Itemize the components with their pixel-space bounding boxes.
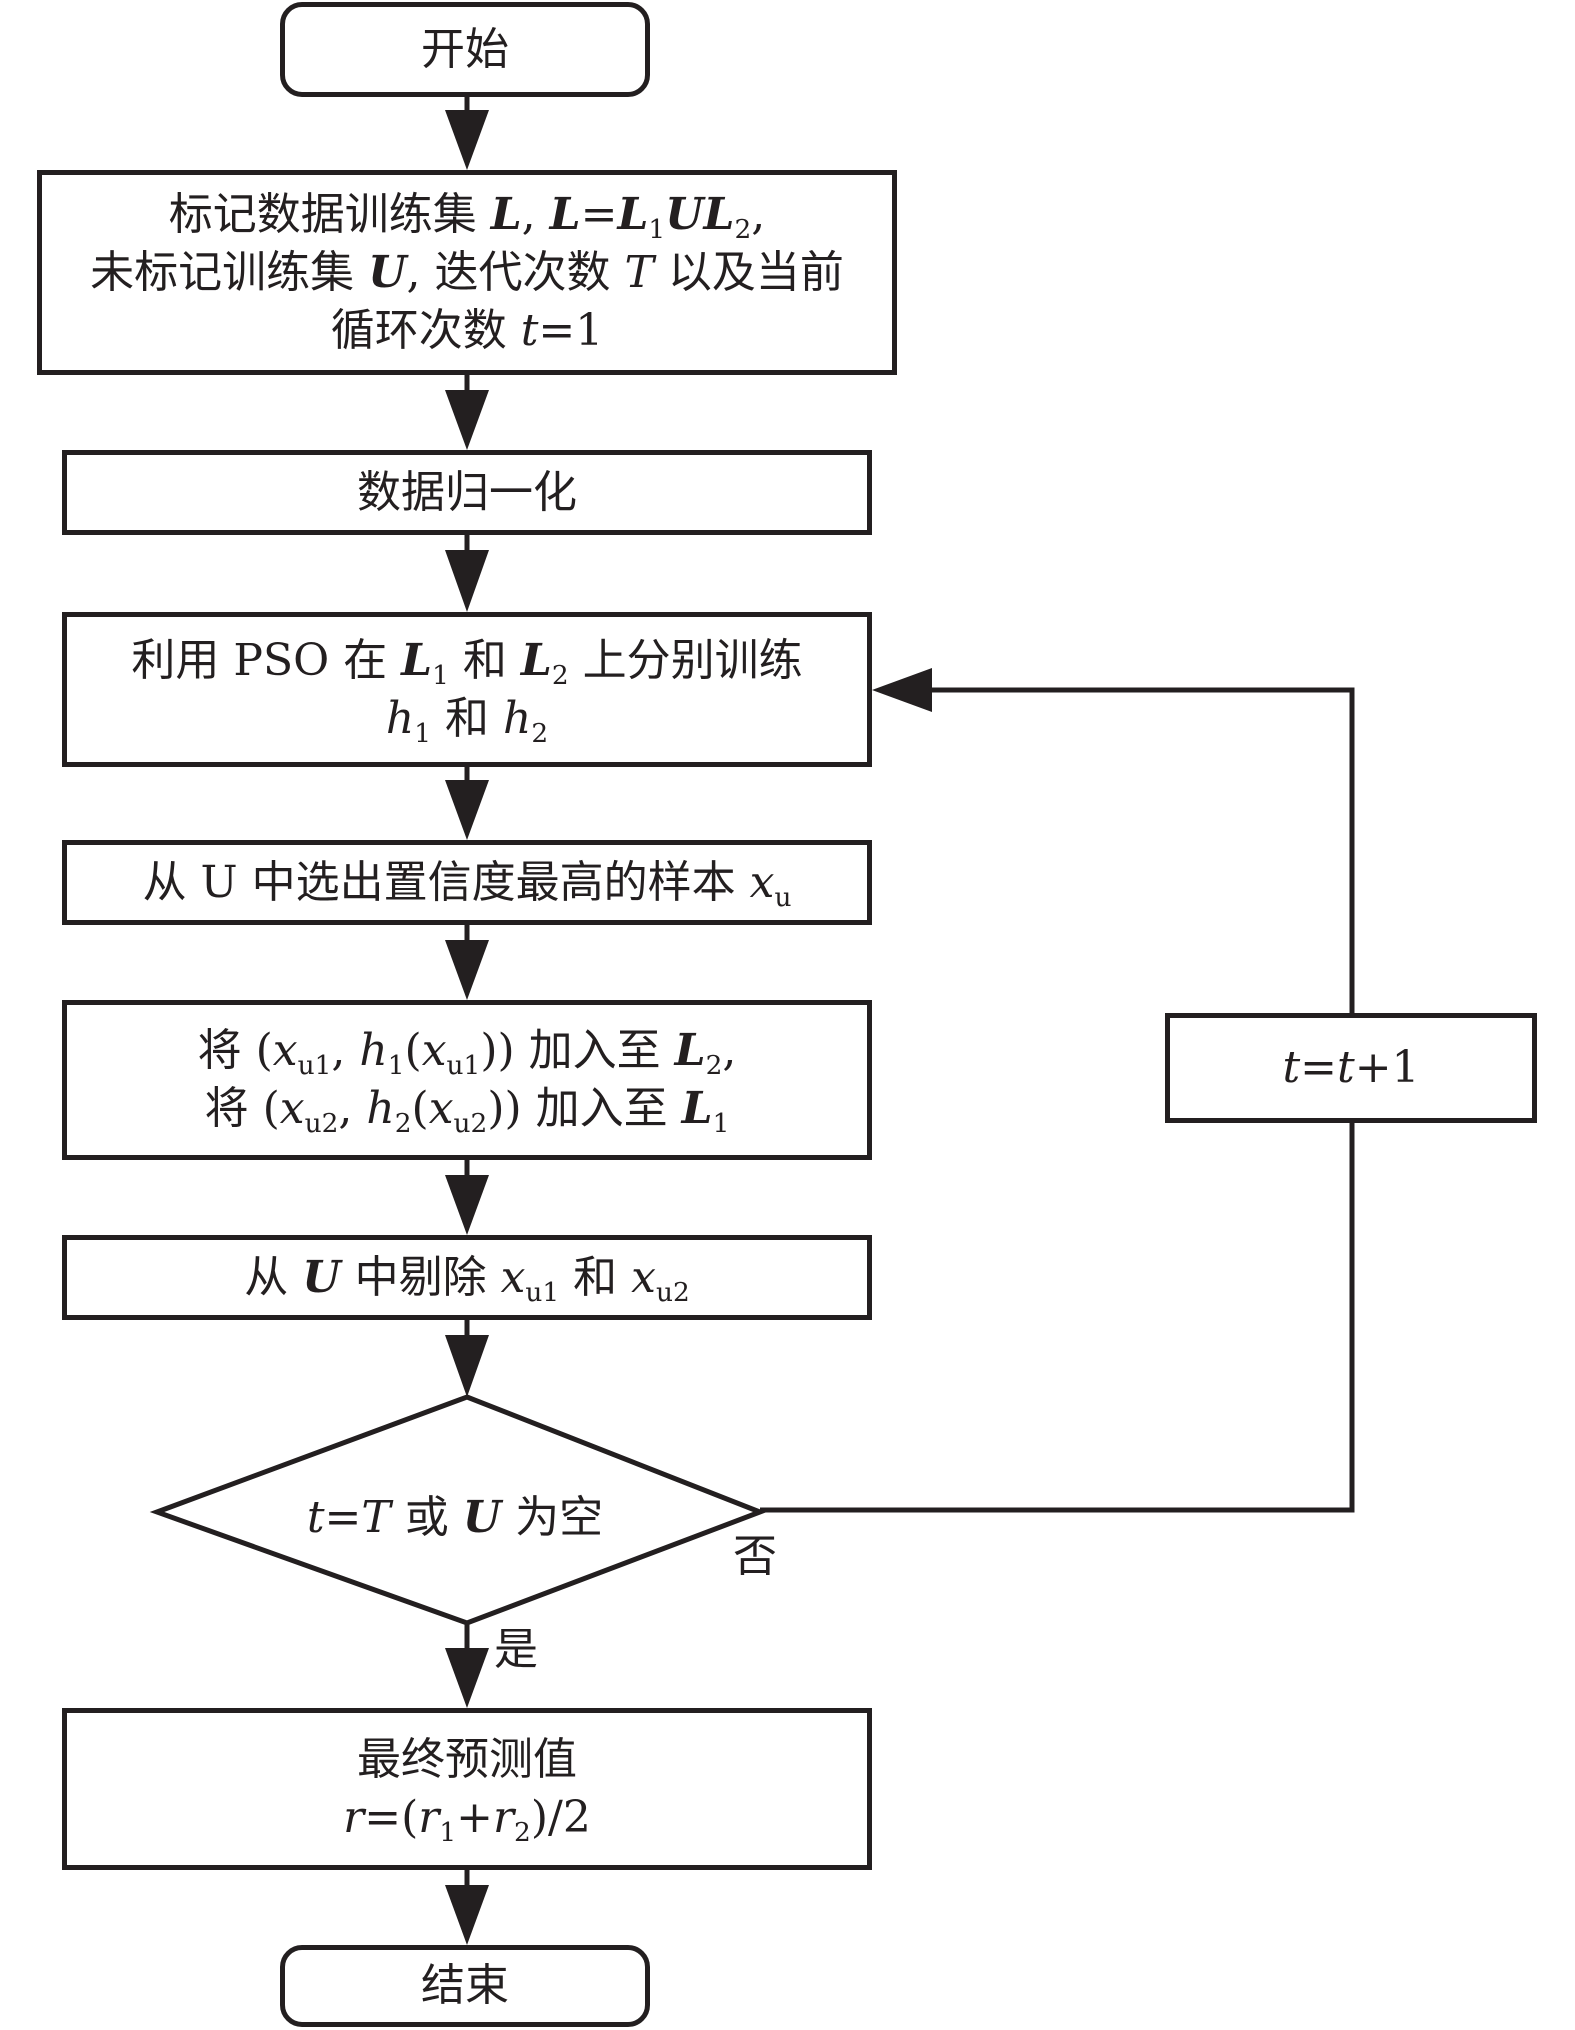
no-branch-label: 否 xyxy=(733,1531,777,1582)
train-line-1: 利用 PSO 在 L1 和 L2 上分别训练 xyxy=(131,634,803,691)
loop-return-path xyxy=(930,687,1355,1013)
remove-label: 从 U 中剔除 xu1 和 xu2 xyxy=(244,1251,690,1308)
select-step: 从 U 中选出置信度最高的样本 xu xyxy=(62,840,872,925)
end-terminal: 结束 xyxy=(280,1945,650,2027)
decision-condition: t=T 或 U 为空 xyxy=(306,1491,604,1543)
start-label: 开始 xyxy=(421,23,509,75)
start-terminal: 开始 xyxy=(280,2,650,97)
final-line-2: r=(r1+r2)/2 xyxy=(343,1792,591,1849)
normalize-label: 数据归一化 xyxy=(357,466,577,518)
add-line-1: 将 (xu1, h1(xu1)) 加入至 L2, xyxy=(197,1025,737,1082)
init-line-1: 标记数据训练集 L, L=L1UL2, xyxy=(168,188,766,245)
decision-diamond xyxy=(149,1394,767,1626)
end-label: 结束 xyxy=(421,1960,509,2011)
init-step: 标记数据训练集 L, L=L1UL2, 未标记训练集 U, 迭代次数 T 以及当… xyxy=(37,170,897,375)
add-step: 将 (xu1, h1(xu1)) 加入至 L2, 将 (xu2, h2(xu2)… xyxy=(62,1000,872,1160)
remove-step: 从 U 中剔除 xu1 和 xu2 xyxy=(62,1235,872,1320)
loop-no-path xyxy=(760,1122,1355,1513)
increment-label: t=t+1 xyxy=(1282,1042,1420,1093)
final-line-1: 最终预测值 xyxy=(357,1734,577,1785)
add-line-2: 将 (xu2, h2(xu2)) 加入至 L1 xyxy=(204,1083,730,1140)
yes-branch-label: 是 xyxy=(494,1624,538,1675)
loop-return-arrowhead xyxy=(872,668,932,712)
init-line-3: 循环次数 t=1 xyxy=(330,304,604,356)
train-step: 利用 PSO 在 L1 和 L2 上分别训练 h1 和 h2 xyxy=(62,612,872,767)
select-label: 从 U 中选出置信度最高的样本 xu xyxy=(142,856,792,913)
init-line-2: 未标记训练集 U, 迭代次数 T 以及当前 xyxy=(90,246,844,298)
final-step: 最终预测值 r=(r1+r2)/2 xyxy=(62,1708,872,1870)
increment-step: t=t+1 xyxy=(1165,1013,1537,1123)
normalize-step: 数据归一化 xyxy=(62,450,872,535)
train-line-2: h1 和 h2 xyxy=(385,692,549,749)
